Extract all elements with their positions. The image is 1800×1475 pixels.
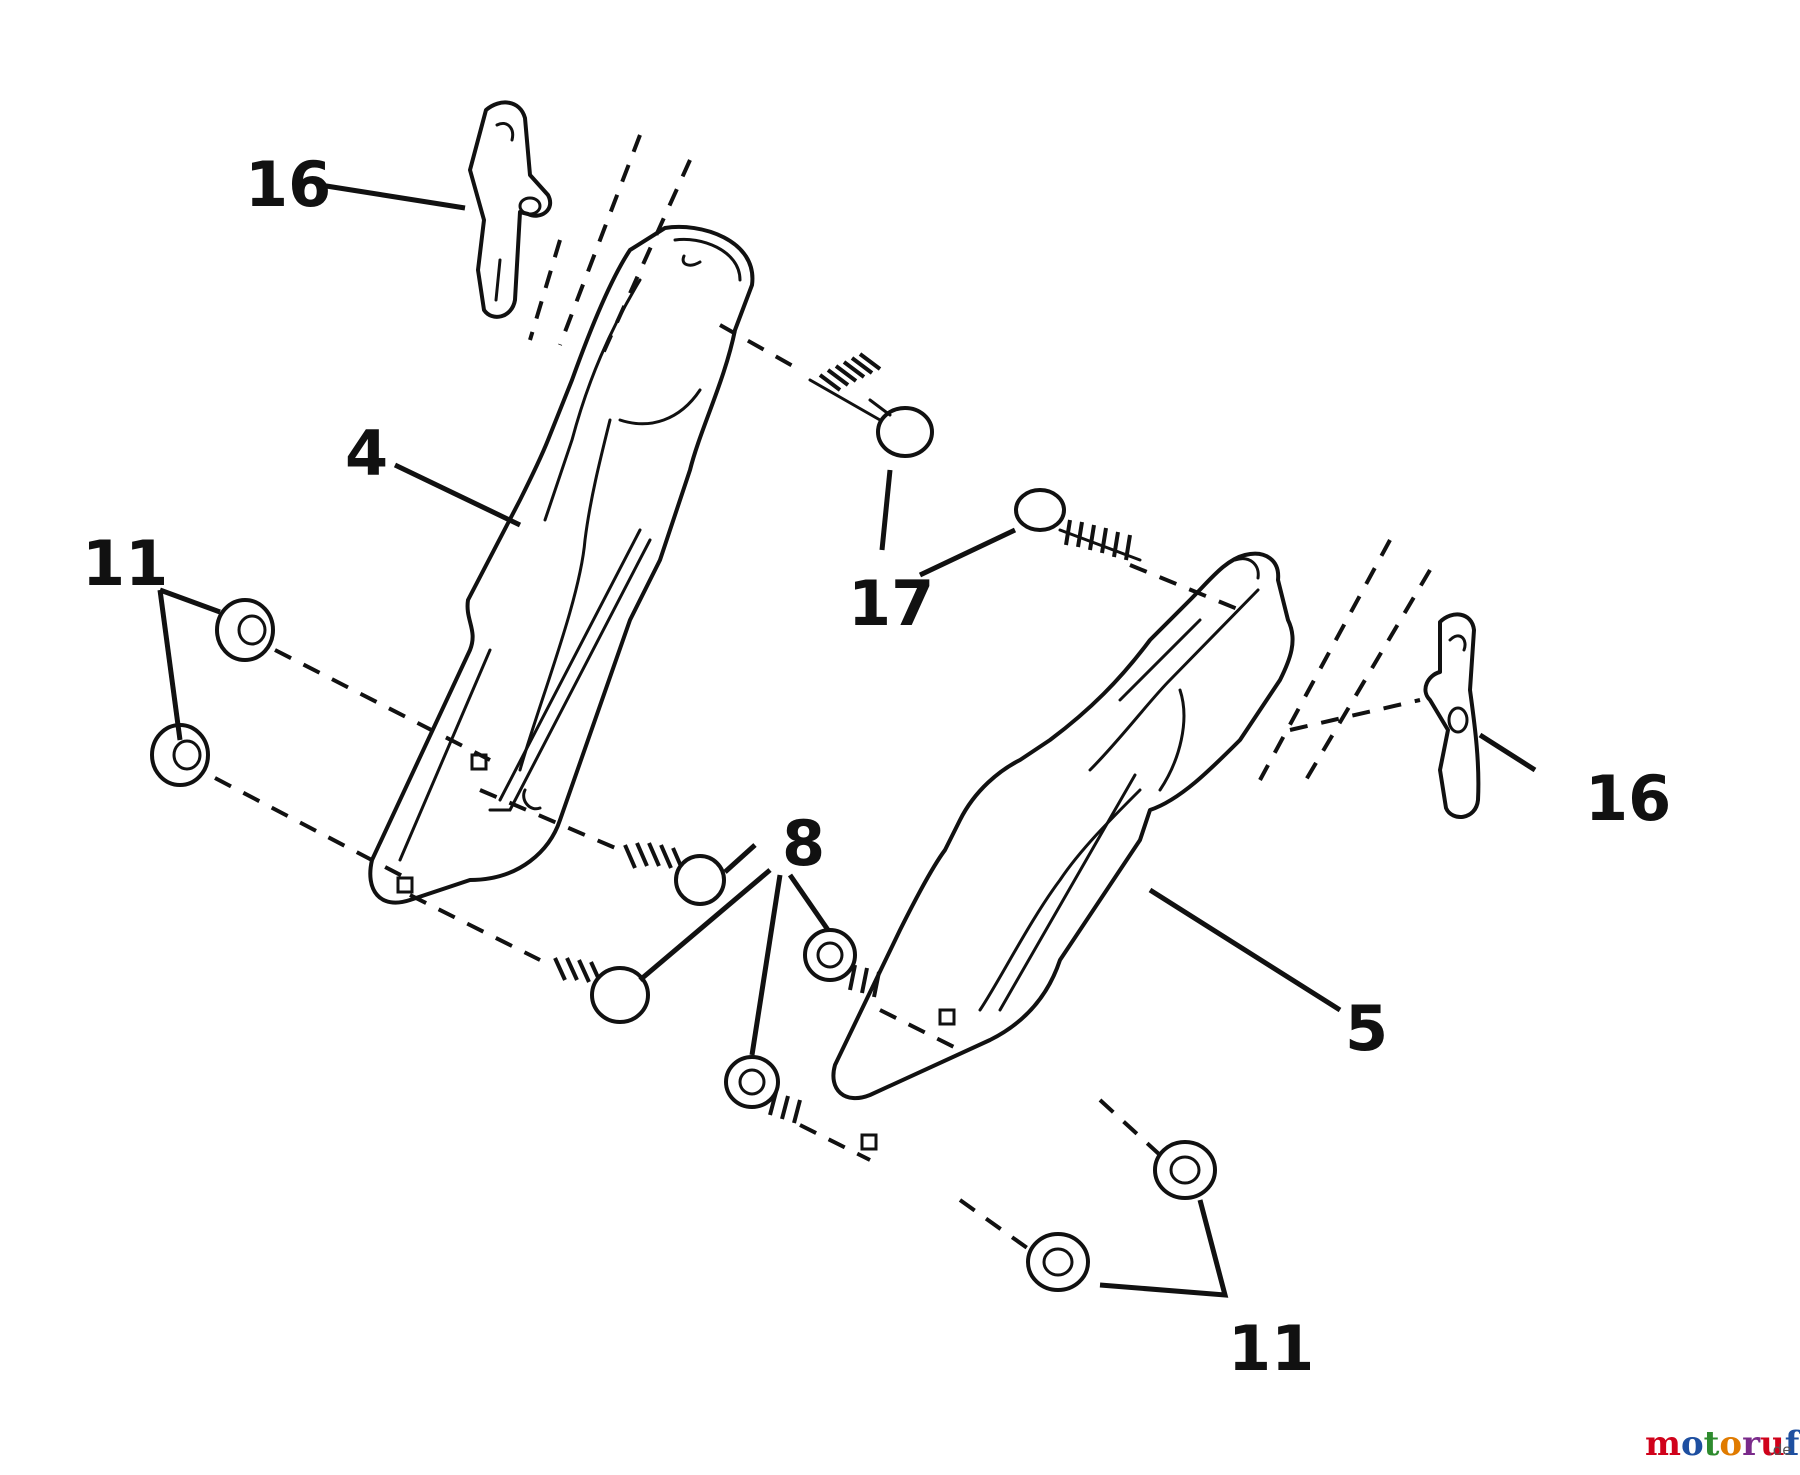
watermark-letter: f <box>1785 1424 1800 1464</box>
callout-11-right: 11 <box>1228 1312 1314 1385</box>
watermark-suffix: .de <box>1768 1441 1792 1459</box>
watermark-letter: r <box>1742 1424 1761 1464</box>
flange-nut-right-upper <box>1153 1140 1217 1200</box>
callout-5: 5 <box>1345 992 1388 1065</box>
callout-labels: 16 4 11 17 8 16 5 11 <box>82 148 1671 1385</box>
carriage-bolt-middle-lower <box>553 957 650 1024</box>
flange-nut-right-lower <box>1026 1232 1090 1292</box>
callout-16-left: 16 <box>245 148 331 221</box>
bracket-left <box>368 225 755 905</box>
watermark-letter: t <box>1704 1424 1720 1464</box>
handle-knob-right <box>1423 612 1481 819</box>
watermark-logo: motoruf .de <box>1645 1424 1800 1464</box>
carriage-bolt-right <box>1014 488 1142 562</box>
carriage-bolt-top <box>808 352 934 458</box>
watermark-letter: u <box>1760 1424 1785 1464</box>
hex-bolt-middle-lower <box>724 1055 802 1124</box>
flange-nut-left-upper <box>215 598 275 662</box>
leader-lines <box>157 182 1537 1298</box>
svg-text:motoruf: motoruf <box>1645 1424 1800 1464</box>
callout-4: 4 <box>345 417 388 490</box>
hex-bolt-middle-upper <box>803 928 881 998</box>
handle-knob-left <box>468 100 552 319</box>
watermark-letter: m <box>1645 1424 1681 1464</box>
watermark-letter: o <box>1681 1424 1704 1464</box>
watermark-letter: o <box>1719 1424 1742 1464</box>
assembly-lines <box>214 134 1432 1252</box>
bracket-right <box>831 551 1295 1151</box>
callout-16-right: 16 <box>1585 762 1671 835</box>
callout-17: 17 <box>848 567 934 640</box>
callout-11-left: 11 <box>82 527 168 600</box>
callout-8: 8 <box>782 807 825 880</box>
carriage-bolt-middle-upper <box>623 842 726 906</box>
